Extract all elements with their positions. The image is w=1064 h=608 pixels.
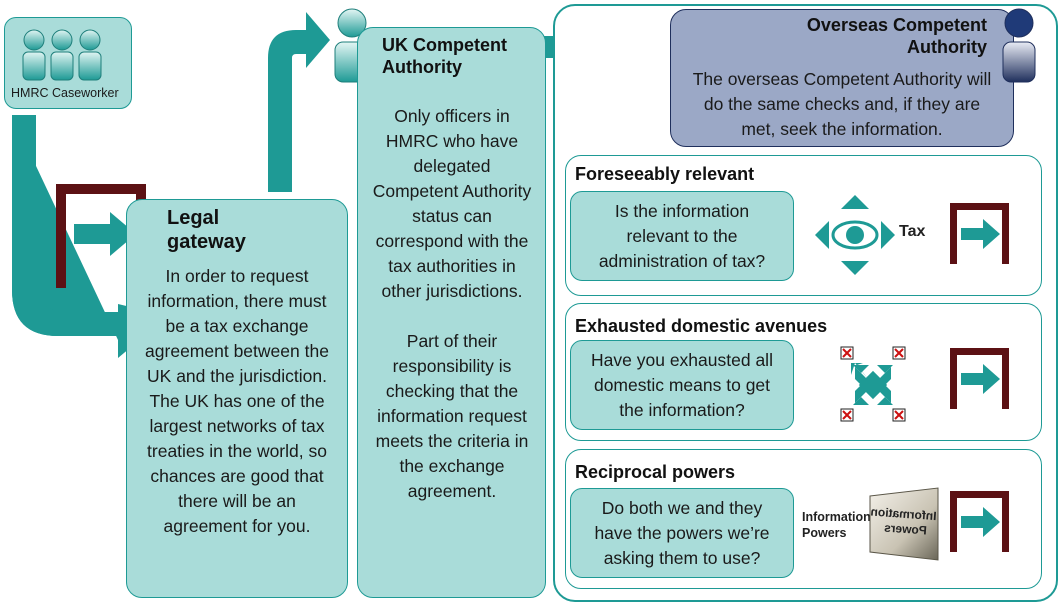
check-title: Reciprocal powers — [575, 462, 736, 482]
legal-gateway-box: Legal gateway In order to request inform… — [126, 199, 348, 598]
caseworker-box: HMRC Caseworker — [4, 17, 132, 109]
gate-icon — [950, 348, 1009, 409]
uk-authority-body: Only officers in HMRC who have delegated… — [372, 106, 532, 501]
overseas-authority-body: The overseas Competent Authority will do… — [692, 69, 992, 139]
gate-icon — [950, 203, 1009, 264]
check-exhausted-domestic: Exhausted domestic avenues Have you exha… — [565, 303, 1042, 441]
check-question: Do both we and they have the powers we’r… — [570, 488, 794, 578]
check-foreseeably-relevant: Foreseeably relevant Is the information … — [565, 155, 1042, 296]
tax-label: Tax — [899, 223, 926, 240]
gate-icon — [950, 491, 1009, 552]
eye-icon — [815, 195, 895, 275]
legal-gateway-body: In order to request information, there m… — [145, 266, 329, 536]
overseas-authority-title: Overseas Competent Authority — [806, 15, 987, 57]
caseworker-label: HMRC Caseworker — [11, 86, 119, 100]
overseas-authority-box: Overseas Competent Authority The oversea… — [670, 9, 1014, 147]
people-group-icon — [22, 29, 102, 81]
uk-authority-title: UK Competent Authority — [382, 35, 507, 77]
legal-gateway-title: Legal gateway — [167, 207, 246, 253]
check-question: Have you exhausted all domestic means to… — [570, 340, 794, 430]
caseworker-to-gateway-arrow — [12, 115, 168, 358]
check-title: Foreseeably relevant — [575, 164, 755, 184]
information-powers-label: Information Powers — [802, 510, 871, 540]
check-question: Is the information relevant to the admin… — [570, 191, 794, 281]
check-reciprocal-powers: Reciprocal powers Do both we and they ha… — [565, 449, 1042, 589]
mirrored-information-powers-text: Information Powers — [870, 504, 937, 538]
check-title: Exhausted domestic avenues — [575, 316, 828, 336]
expand-arrows-icon — [840, 346, 906, 422]
overseas-authority-person-icon — [1002, 8, 1036, 83]
document-icon — [869, 487, 939, 561]
uk-authority-box: UK Competent Authority Only officers in … — [357, 27, 546, 598]
gateway-to-uk-arrow — [268, 12, 330, 192]
